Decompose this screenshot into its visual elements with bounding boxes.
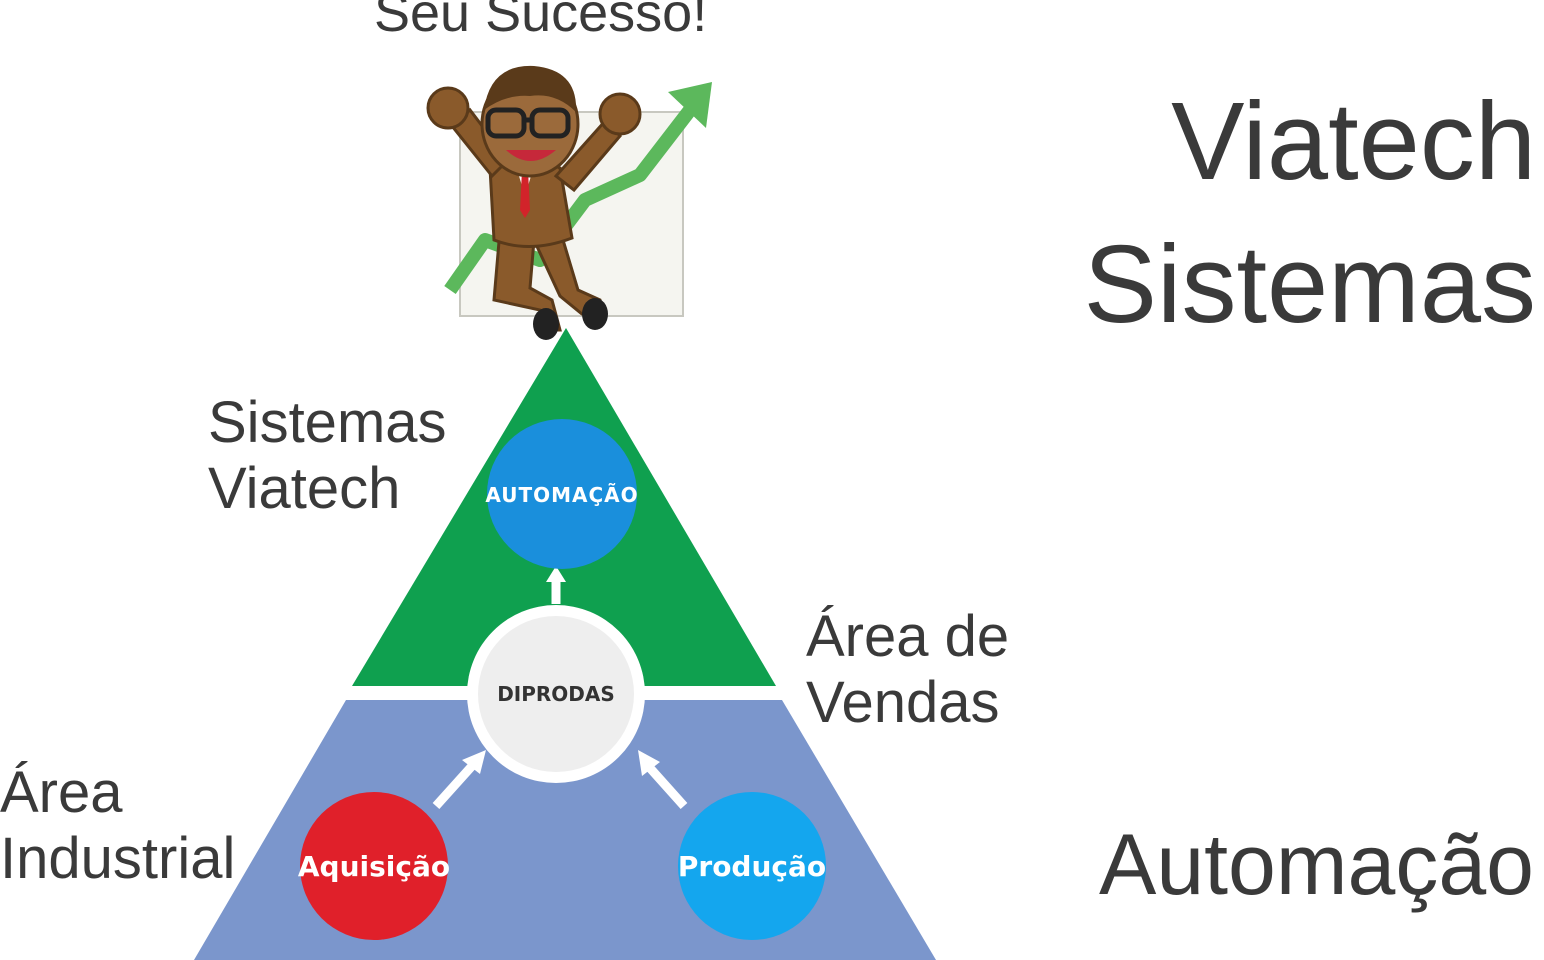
brand-title-line2: Sistemas [1083, 223, 1536, 346]
node-diprodas-label: DIPRODAS [497, 682, 615, 706]
flow-arrows [432, 566, 688, 810]
label-automacao: Automação [1098, 817, 1534, 913]
node-aquisicao-label: Aquisição [298, 850, 450, 883]
brand-title: Viatech Sistemas [1084, 70, 1536, 356]
label-industrial-line1: Área [0, 760, 123, 825]
top-caption: Seu Sucesso! [374, 0, 708, 43]
success-businessman-icon [426, 65, 712, 340]
label-sistemas-viatech: Sistemas Viatech [208, 390, 447, 521]
node-automacao-label: AUTOMAÇÃO [485, 483, 638, 507]
label-vendas-line2: Vendas [806, 669, 1000, 735]
node-producao-label: Produção [678, 850, 826, 883]
label-industrial-line2: Industrial [0, 825, 236, 891]
label-vendas-line1: Área de [806, 604, 1010, 669]
brand-title-line1: Viatech [1171, 80, 1536, 203]
label-area-vendas: Área de Vendas [806, 604, 1009, 735]
node-diprodas: DIPRODAS [467, 605, 645, 783]
label-area-industrial: Área Industrial [0, 760, 235, 891]
label-sistemas-line1: Sistemas [208, 390, 447, 455]
node-aquisicao: Aquisição [298, 792, 450, 940]
node-automacao: AUTOMAÇÃO [485, 419, 638, 569]
node-producao: Produção [678, 792, 826, 940]
label-sistemas-line2: Viatech [208, 455, 401, 521]
